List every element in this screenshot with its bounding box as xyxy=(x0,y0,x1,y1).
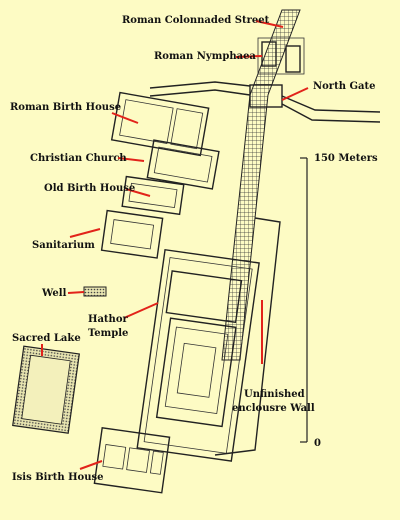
roman-birth-house-building xyxy=(110,91,210,157)
leader-isis-birth-house xyxy=(79,460,103,470)
label-north-gate: North Gate xyxy=(313,81,375,92)
hathor-temple-enclosure xyxy=(136,248,260,462)
label-roman-colonnaded-street: Roman Colonnaded Street xyxy=(122,15,270,26)
sacred-lake-basin xyxy=(12,345,80,434)
leader-christian-church xyxy=(117,157,145,162)
leader-hathor-temple xyxy=(123,302,159,319)
label-old-birth-house: Old Birth House xyxy=(44,183,135,194)
label-unfinished-wall-line2: enclousre Wall xyxy=(232,403,315,414)
well-structure xyxy=(83,286,107,297)
leader-old-birth-house xyxy=(125,188,151,197)
scale-bar-top-label: 150 Meters xyxy=(314,153,378,164)
label-christian-church: Christian Church xyxy=(30,153,127,164)
unfinished-enclosure-wall xyxy=(214,217,281,456)
label-well: Well xyxy=(41,288,67,299)
leader-roman-colonnaded-street xyxy=(255,20,284,28)
scale-bar-bottom-label: 0 xyxy=(314,438,321,449)
leader-roman-nymphaea xyxy=(235,55,263,58)
label-sacred-lake: Sacred Lake xyxy=(12,333,81,344)
label-sanitarium: Sanitarium xyxy=(32,240,95,251)
label-hathor-temple-line1: Hathor xyxy=(88,314,128,325)
scale-bar: 150 Meters 0 xyxy=(300,153,378,449)
label-roman-birth-house: Roman Birth House xyxy=(10,102,121,113)
old-birth-house-building xyxy=(121,175,185,216)
leader-well xyxy=(67,291,85,294)
leader-sanitarium xyxy=(69,228,101,238)
label-hathor-temple-line2: Temple xyxy=(88,328,128,339)
sanitarium-building xyxy=(100,209,164,259)
label-isis-birth-house: Isis Birth House xyxy=(12,472,104,483)
label-roman-nymphaea: Roman Nymphaea xyxy=(154,51,256,62)
isis-birth-house-building xyxy=(93,427,171,494)
leader-north-gate xyxy=(281,87,309,101)
christian-church-building xyxy=(146,139,220,190)
leader-roman-birth-house xyxy=(111,112,139,124)
north-gate-structure xyxy=(149,81,381,123)
label-unfinished-wall-line1: Unfinished xyxy=(244,389,305,400)
